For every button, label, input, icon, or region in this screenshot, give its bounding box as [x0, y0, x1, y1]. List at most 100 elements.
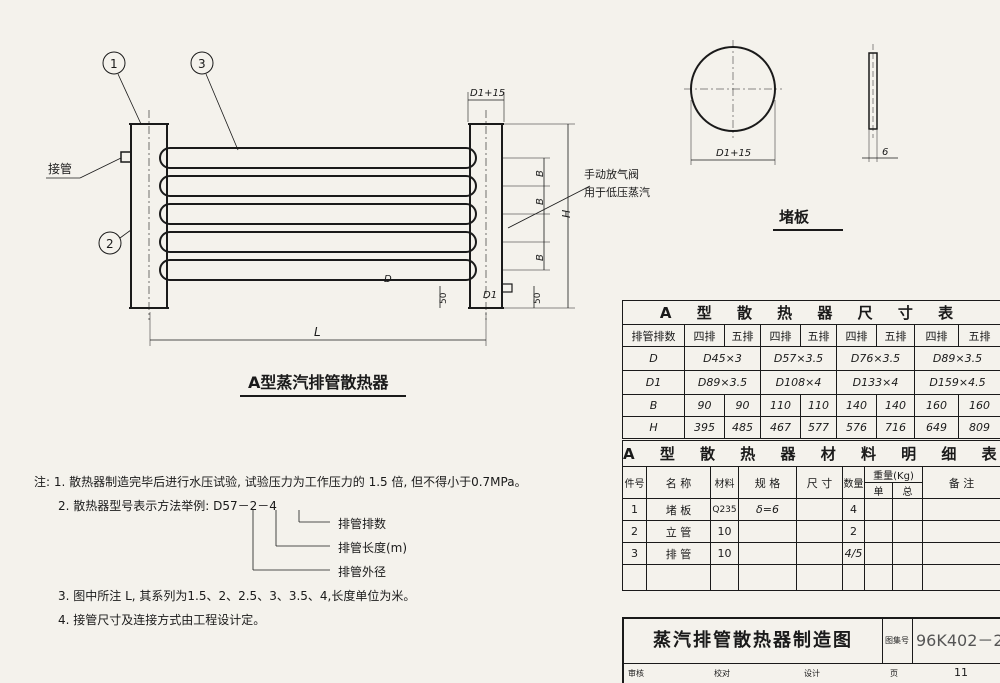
svg-text:B: B [535, 198, 546, 205]
size-row-label: H [623, 417, 685, 439]
material-header-total: 总 [893, 483, 923, 499]
title-block: 蒸汽排管散热器制造图 图集号 96K402－2 审核 校对 设计 页 11 [622, 617, 1000, 683]
svg-text:手动放气阀: 手动放气阀 [584, 167, 639, 181]
material-cell: δ=6 [739, 499, 797, 521]
size-cell: 809 [959, 417, 1000, 439]
size-table: A 型 散 热 器 尺 寸 表 排管排数 四排 五排 四排 五排 四排 五排 四… [622, 300, 1000, 439]
size-cell: 90 [685, 395, 725, 417]
callout-2: 2 [99, 230, 131, 254]
material-cell: 立 管 [647, 521, 711, 543]
size-cell: 467 [761, 417, 801, 439]
size-cell: D89×3.5 [915, 347, 1000, 371]
check-label: 校对 [714, 668, 730, 679]
svg-text:50: 50 [439, 292, 449, 304]
size-cell: 90 [725, 395, 761, 417]
material-cell [865, 565, 893, 591]
material-cell [739, 543, 797, 565]
svg-text:B: B [535, 254, 546, 261]
material-cell [893, 521, 923, 543]
page-label: 页 [890, 668, 898, 679]
material-cell: 10 [711, 543, 739, 565]
svg-text:D: D [384, 274, 392, 285]
material-header-spec: 规 格 [739, 467, 797, 499]
material-header-unit: 单 [865, 483, 893, 499]
material-cell: 4 [843, 499, 865, 521]
size-header-cell: 四排 [915, 325, 959, 347]
atlas-number: 96K402－2 [912, 619, 1000, 664]
material-cell [797, 543, 843, 565]
size-cell: 110 [761, 395, 801, 417]
material-cell: 1 [623, 499, 647, 521]
svg-text:2: 2 [106, 237, 114, 251]
material-header-material: 材料 [711, 467, 739, 499]
horizontal-pipes [160, 148, 476, 280]
size-cell: 160 [915, 395, 959, 417]
material-cell: 10 [711, 521, 739, 543]
material-cell: 2 [843, 521, 865, 543]
size-cell: D89×3.5 [685, 371, 761, 395]
drawing-title: 蒸汽排管散热器制造图 [624, 619, 883, 664]
size-cell: D76×3.5 [837, 347, 915, 371]
svg-text:6: 6 [882, 147, 888, 158]
review-label: 审核 [628, 668, 644, 679]
size-cell: 395 [685, 417, 725, 439]
material-cell: 4/5 [843, 543, 865, 565]
size-header-cell: 四排 [685, 325, 725, 347]
size-header-cell: 四排 [837, 325, 877, 347]
size-table-title: A 型 散 热 器 尺 寸 表 [623, 301, 1000, 325]
size-header-cell: 五排 [877, 325, 915, 347]
note-2-b: 排管长度(m) [338, 536, 407, 560]
signature-row: 审核 校对 设计 页 11 [624, 663, 1000, 683]
size-cell: 716 [877, 417, 915, 439]
material-header-no: 件号 [623, 467, 647, 499]
right-header-pipe [468, 110, 504, 320]
note-2: 2. 散热器型号表示方法举例: D57－2－4 [58, 494, 277, 518]
material-cell [893, 543, 923, 565]
material-header-qty: 数量 [843, 467, 865, 499]
material-header-name: 名 称 [647, 467, 711, 499]
callout-1: 1 [103, 52, 141, 124]
size-cell: D133×4 [837, 371, 915, 395]
material-cell [923, 565, 1000, 591]
material-cell [893, 499, 923, 521]
material-cell [797, 499, 843, 521]
material-header-size: 尺 寸 [797, 467, 843, 499]
material-cell [893, 565, 923, 591]
material-cell [843, 565, 865, 591]
material-cell [923, 499, 1000, 521]
note-3: 3. 图中所注 L, 其系列为1.5、2、2.5、3、3.5、4,长度单位为米。 [58, 584, 415, 608]
size-cell: D45×3 [685, 347, 761, 371]
material-cell: 堵 板 [647, 499, 711, 521]
size-cell: 649 [915, 417, 959, 439]
material-header-remark: 备 注 [923, 467, 1000, 499]
note-2-a: 排管排数 [338, 512, 386, 536]
material-cell [797, 565, 843, 591]
material-cell [923, 521, 1000, 543]
svg-text:D1+15: D1+15 [470, 88, 505, 99]
material-cell [711, 565, 739, 591]
svg-text:H: H [560, 210, 573, 218]
size-row-label: D1 [623, 371, 685, 395]
main-title: A型蒸汽排管散热器 [248, 373, 389, 392]
svg-text:D1: D1 [483, 290, 497, 301]
size-header-cell: 排管排数 [623, 325, 685, 347]
material-cell [647, 565, 711, 591]
size-cell: 485 [725, 417, 761, 439]
size-header-cell: 五排 [725, 325, 761, 347]
callout-3: 3 [191, 52, 238, 150]
size-cell: 160 [959, 395, 1000, 417]
material-cell [739, 521, 797, 543]
note-1: 注: 1. 散热器制造完毕后进行水压试验, 试验压力为工作压力的 1.5 倍, … [34, 470, 527, 494]
design-label: 设计 [804, 668, 820, 679]
size-header-cell: 五排 [801, 325, 837, 347]
material-header-weight: 重量(Kg) [865, 467, 923, 483]
material-cell [865, 499, 893, 521]
left-header-pipe [129, 110, 169, 320]
svg-text:B: B [535, 170, 546, 177]
material-table-title: A 型 散 热 器 材 料 明 细 表 [623, 441, 1000, 467]
material-cell: 排 管 [647, 543, 711, 565]
note2-leaders [253, 510, 330, 570]
material-cell [623, 565, 647, 591]
size-header-cell: 五排 [959, 325, 1000, 347]
material-cell [923, 543, 1000, 565]
